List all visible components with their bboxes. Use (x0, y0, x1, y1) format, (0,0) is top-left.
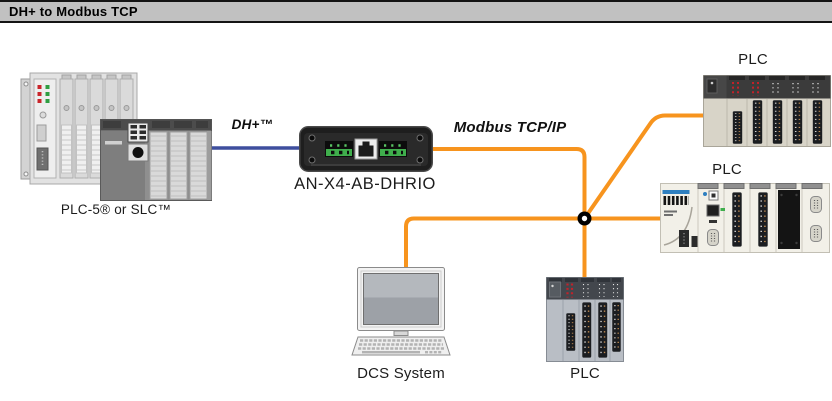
dcs-label: DCS System (357, 365, 445, 382)
keyboard (351, 336, 451, 356)
plc-rack-bottom-illustration (546, 277, 624, 362)
brand-text-mark (105, 141, 122, 145)
serial-port (810, 196, 822, 213)
plc-rack-mid-illustration (660, 183, 830, 253)
terminal-strip (772, 100, 783, 144)
blue-label-strip (662, 190, 690, 194)
module-caps (697, 183, 823, 189)
terminal-strip (812, 100, 823, 144)
mounting-hole-top (23, 81, 29, 87)
modbus-wire-junction-to-top-plc (582, 113, 704, 220)
slc-io-modules (149, 131, 212, 200)
terminal-block-left (325, 141, 353, 157)
gateway-device-illustration (299, 126, 433, 172)
plc5-label: PLC-5® or SLC™ (60, 202, 172, 217)
modbus-wires (404, 113, 704, 279)
case-screws (308, 134, 424, 164)
plc-bottom-label: PLC (570, 365, 600, 382)
plc-top-label: PLC (738, 51, 768, 68)
serial-port (707, 229, 719, 246)
module-caps (549, 278, 621, 282)
section-title-bar: DH+ to Modbus TCP (0, 0, 832, 23)
power-connector (679, 230, 689, 247)
dhplus-wire-label: DH+™ (231, 117, 274, 132)
dcs-computer-illustration (351, 267, 451, 356)
processor-connector (36, 147, 49, 171)
key-switch (132, 147, 144, 158)
rack-caps (103, 121, 208, 128)
module-caps (729, 76, 825, 80)
terminal-strip (612, 302, 621, 352)
serial-port (810, 225, 822, 242)
terminal-strip (792, 100, 803, 144)
modbus-wire-gateway-to-bottom-plc (431, 147, 587, 279)
cpu-status-leds (130, 125, 146, 140)
plc-rack-top-illustration (703, 75, 831, 147)
modbus-wire-label: Modbus TCP/IP (453, 119, 567, 136)
ethernet-module (703, 190, 725, 246)
connector-strip (758, 192, 768, 247)
terminal-strip (566, 313, 576, 351)
monitor-stand (393, 330, 409, 336)
status-leds (37, 85, 50, 103)
modbus-wire-dcs-to-mid-plc (404, 216, 661, 269)
terminal-block-right (379, 141, 407, 157)
ethernet-jack (706, 204, 720, 217)
monitor (357, 267, 445, 331)
terminal-strip (752, 100, 763, 144)
junction-dot-center (581, 215, 588, 222)
plc-mid-label: PLC (712, 161, 742, 178)
gateway-label: AN-X4-AB-DHRIO (294, 175, 436, 193)
ethernet-port (354, 138, 378, 160)
green-status-led (720, 208, 725, 211)
terminal-strip (732, 111, 743, 144)
mounting-hole-bottom (23, 171, 29, 177)
section-title: DH+ to Modbus TCP (9, 4, 138, 19)
terminal-strip (582, 302, 592, 358)
terminal-strip (598, 302, 608, 358)
black-module (778, 190, 800, 249)
connector-strip (732, 192, 742, 247)
slc-rack-illustration (100, 119, 212, 201)
